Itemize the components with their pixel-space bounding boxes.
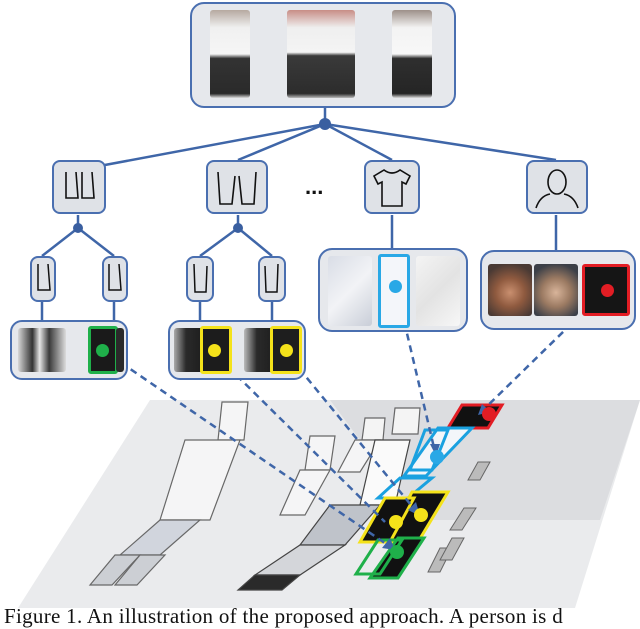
- person-photo-front: [210, 10, 250, 98]
- scene-markers: [389, 407, 496, 559]
- leg-photo-1: [174, 328, 204, 372]
- torso-marker: [389, 280, 402, 293]
- root-node-images: [190, 2, 456, 108]
- person-photo-back: [392, 10, 432, 98]
- head-part-node: [526, 160, 588, 214]
- foot-photo-3: [116, 328, 124, 372]
- foot-photo-1: [18, 328, 66, 372]
- figure-caption: Figure 1. An illustration of the propose…: [4, 604, 564, 628]
- torso-part-node: [364, 160, 420, 214]
- hierarchy-edges: [40, 108, 558, 322]
- feet-samples: [10, 320, 128, 380]
- feet-icon: [65, 171, 95, 199]
- left-foot-node: [30, 256, 56, 302]
- head-photo-2: [534, 264, 578, 316]
- legs-samples: [168, 320, 306, 380]
- hierarchy-nodes: [73, 118, 331, 233]
- head-icon: [535, 169, 579, 209]
- legs-part-node: [206, 160, 268, 214]
- leg-icon: [193, 263, 208, 293]
- torso-photo-3: [416, 256, 460, 326]
- torso-photo-1: [328, 256, 372, 326]
- leg-icon: [264, 263, 279, 293]
- leg-marker-1: [208, 344, 221, 357]
- right-leg-node: [258, 256, 286, 302]
- torso-samples: [318, 248, 468, 332]
- head-marker: [601, 284, 614, 297]
- foot-icon: [37, 263, 51, 291]
- foot-marker: [96, 344, 109, 357]
- ellipsis: ...: [305, 174, 324, 199]
- scene-panel: [18, 400, 640, 608]
- person-photo-walking: [287, 10, 355, 98]
- head-photo-1: [488, 264, 532, 316]
- legs-icon: [217, 171, 257, 205]
- scene-part-boxes: [353, 403, 505, 580]
- shirt-icon: [372, 169, 412, 207]
- feet-part-node: [52, 160, 106, 214]
- right-foot-node: [102, 256, 128, 302]
- left-leg-node: [186, 256, 214, 302]
- leg-marker-2: [280, 344, 293, 357]
- head-samples: [480, 250, 636, 330]
- foot-icon: [108, 263, 122, 291]
